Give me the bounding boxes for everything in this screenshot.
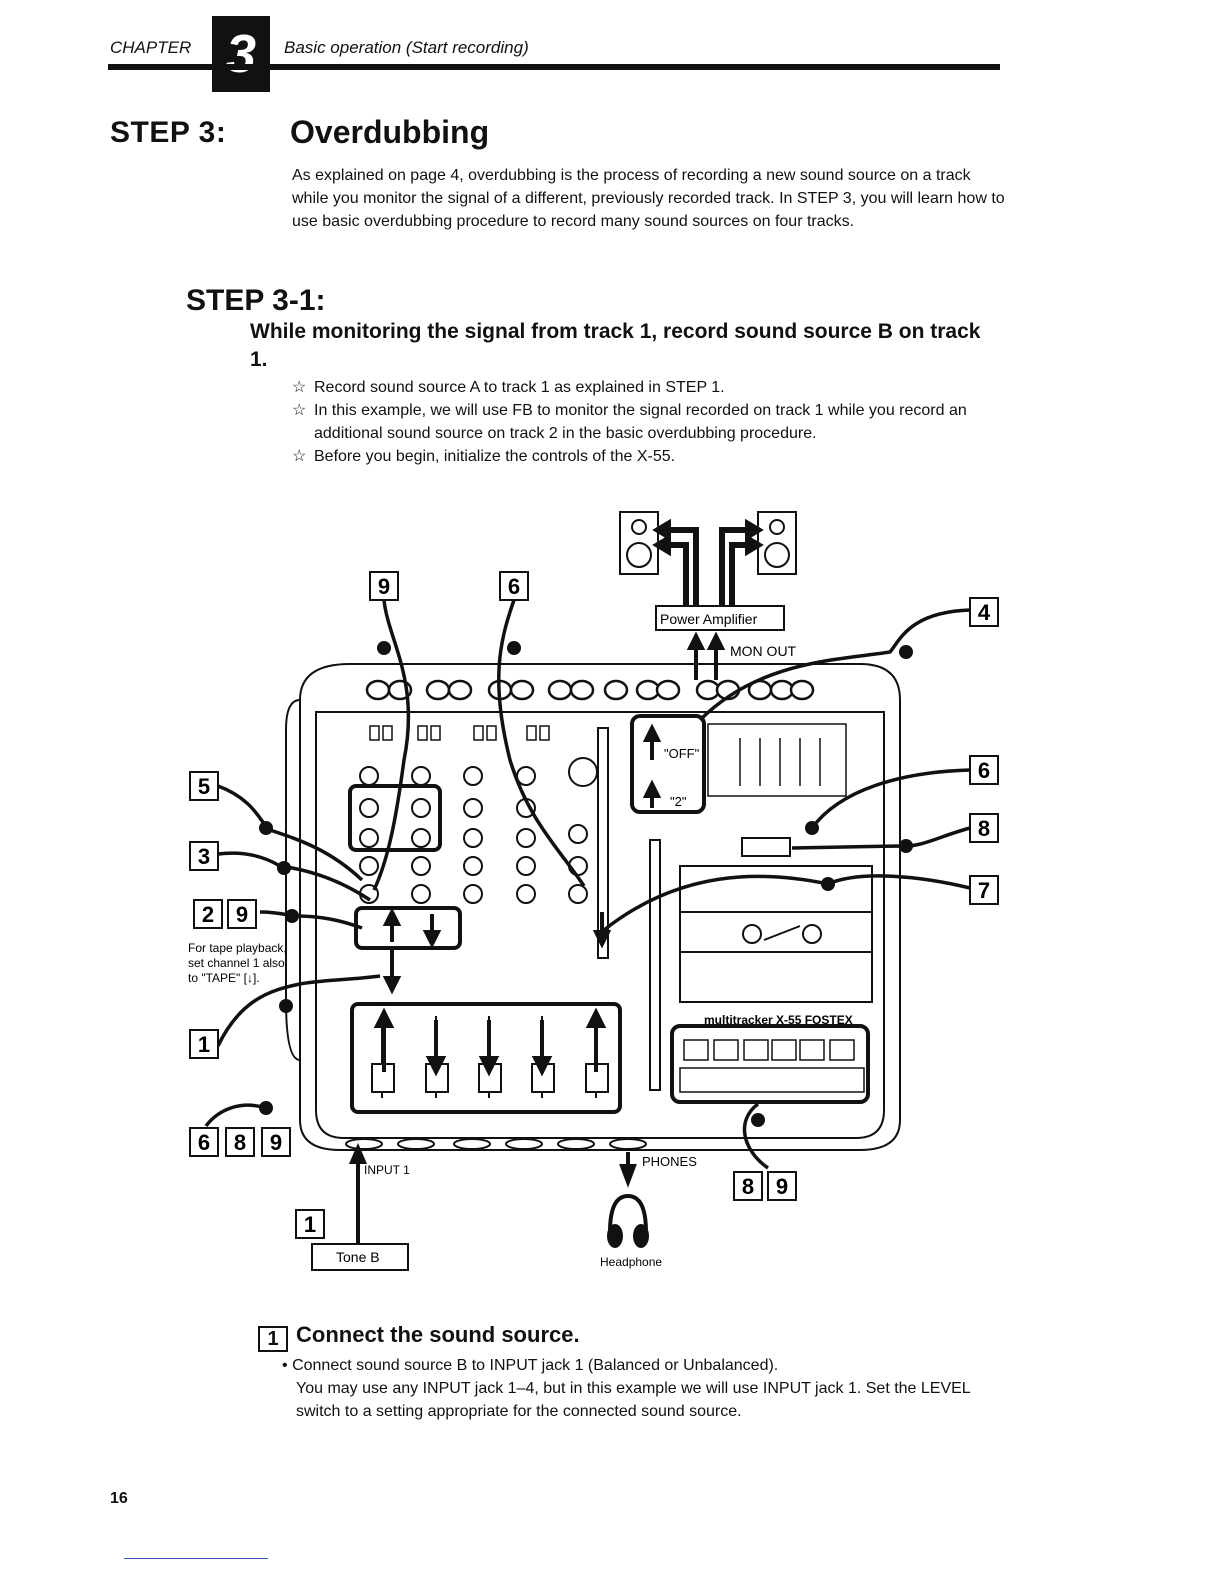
svg-text:9: 9 <box>378 574 390 599</box>
channel-switches <box>369 725 550 741</box>
headphone-icon <box>607 1193 649 1248</box>
svg-text:4: 4 <box>978 600 991 625</box>
phones-label: PHONES <box>642 1154 697 1169</box>
step31-heading: While monitoring the signal from track 1… <box>250 320 981 371</box>
step31-label: STEP 3-1: <box>186 284 326 317</box>
tape-note-line2: set channel 1 also <box>188 956 285 970</box>
svg-text:3: 3 <box>198 844 210 869</box>
star-icon: ☆ <box>292 448 307 465</box>
callout-9-top: 9 <box>369 571 399 601</box>
step31-bullet-list: ☆Record sound source A to track 1 as exp… <box>292 376 1006 468</box>
two-label: "2" <box>670 794 687 809</box>
level-meter <box>707 723 847 797</box>
svg-text:9: 9 <box>776 1174 788 1199</box>
chapter-title: Basic operation (Start recording) <box>284 38 529 57</box>
connect-body: • Connect sound source B to INPUT jack 1… <box>282 1354 1006 1423</box>
svg-text:7: 7 <box>978 878 990 903</box>
svg-text:1: 1 <box>198 1032 210 1057</box>
callout-8-right-bottom: 8 <box>733 1171 763 1201</box>
chapter-number-badge: 3 <box>212 16 270 92</box>
svg-text:1: 1 <box>304 1212 316 1237</box>
power-amplifier-label: Power Amplifier <box>660 611 758 627</box>
svg-text:8: 8 <box>234 1130 246 1155</box>
callout-1-left: 1 <box>189 1029 219 1059</box>
transport-highlight-box <box>670 1024 870 1104</box>
chapter-label: CHAPTER <box>110 38 192 57</box>
callout-6-right: 6 <box>969 755 999 785</box>
callout-9-bottom: 9 <box>261 1127 291 1157</box>
callout-9-left: 9 <box>227 899 257 929</box>
connect-line1: Connect sound source B to INPUT jack 1 (… <box>292 1357 779 1374</box>
callout-3-left: 3 <box>189 841 219 871</box>
svg-text:5: 5 <box>198 774 210 799</box>
cassette-deck <box>679 837 873 1003</box>
faders <box>371 727 661 1098</box>
tape-note-line1: For tape playback, <box>188 941 287 955</box>
connect-line2: You may use any INPUT jack 1–4, but in t… <box>296 1380 971 1420</box>
tape-note-line3: to "TAPE" [↓]. <box>188 971 260 985</box>
page-number: 16 <box>110 1490 128 1507</box>
step-number-box: 1 <box>258 1326 288 1352</box>
speaker-right-icon <box>757 511 797 575</box>
brand-label: multitracker X-55 FOSTEX <box>704 1013 853 1027</box>
bullet-item: ☆Record sound source A to track 1 as exp… <box>292 376 1006 399</box>
star-icon: ☆ <box>292 379 307 396</box>
step3-title: Overdubbing <box>290 114 490 150</box>
step3-intro: As explained on page 4, overdubbing is t… <box>292 167 1005 230</box>
monitor-switch-highlight-box <box>630 714 706 814</box>
input1-label: INPUT 1 <box>364 1163 410 1177</box>
front-jacks <box>345 1138 647 1150</box>
callout-4-right: 4 <box>969 597 999 627</box>
step3-label: STEP 3: <box>110 116 227 149</box>
switch-highlight-box <box>354 906 462 950</box>
footer-rule <box>124 1558 268 1559</box>
svg-text:6: 6 <box>508 574 520 599</box>
callout-8-bottom: 8 <box>225 1127 255 1157</box>
svg-text:8: 8 <box>978 816 990 841</box>
tone-b-label: Tone B <box>336 1249 380 1265</box>
star-icon: ☆ <box>292 402 307 419</box>
bullet-dot: • <box>282 1357 288 1374</box>
callout-5-left: 5 <box>189 771 219 801</box>
off-label: "OFF" <box>664 746 700 761</box>
header-rule <box>108 64 1000 70</box>
svg-text:6: 6 <box>198 1130 210 1155</box>
callout-7-right: 7 <box>969 875 999 905</box>
callout-8-right: 8 <box>969 813 999 843</box>
callout-6-bottom: 6 <box>189 1127 219 1157</box>
mon-out-label: MON OUT <box>730 643 797 659</box>
speaker-left-icon <box>619 511 659 575</box>
svg-text:2: 2 <box>202 902 214 927</box>
knob-highlight-box <box>348 784 442 852</box>
transport-buttons <box>679 1039 865 1093</box>
svg-text:9: 9 <box>270 1130 282 1155</box>
bullet-item: ☆In this example, we will use FB to moni… <box>292 399 1006 445</box>
callout-9-right-bottom: 9 <box>767 1171 797 1201</box>
speaker-wiring <box>652 518 764 605</box>
knob-grid <box>359 757 598 904</box>
callout-1-tone: 1 <box>295 1209 325 1239</box>
jack-row <box>365 679 815 701</box>
connect-title: Connect the sound source. <box>296 1322 580 1347</box>
svg-text:8: 8 <box>742 1174 754 1199</box>
callout-6-top: 6 <box>499 571 529 601</box>
callout-2-left: 2 <box>193 899 223 929</box>
headphone-label: Headphone <box>600 1255 662 1269</box>
bullet-item: ☆Before you begin, initialize the contro… <box>292 445 1006 468</box>
svg-text:9: 9 <box>236 902 248 927</box>
svg-text:6: 6 <box>978 758 990 783</box>
fader-highlight-box <box>350 1002 622 1114</box>
